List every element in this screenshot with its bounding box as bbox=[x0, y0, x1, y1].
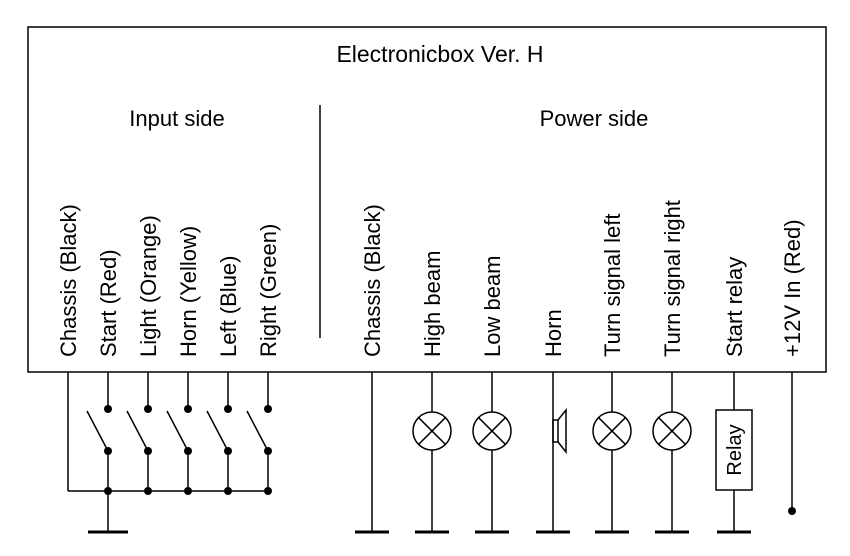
relay-label: Relay bbox=[724, 424, 746, 475]
lamp-cross-b-high-beam bbox=[418, 417, 446, 445]
power-label-chassis-black: Chassis (Black) bbox=[360, 204, 385, 357]
switch-lever-left-blue bbox=[206, 410, 229, 452]
switch-lever-right-green bbox=[246, 410, 269, 452]
switch-lever-light-orange bbox=[126, 410, 149, 452]
horn-body bbox=[552, 419, 559, 443]
power-label-high-beam: High beam bbox=[420, 251, 445, 357]
input-label-right-green: Right (Green) bbox=[256, 224, 281, 357]
lamp-cross-b-turn-signal-left bbox=[598, 417, 626, 445]
electronicbox-enclosure bbox=[27, 26, 827, 373]
horn-cone bbox=[557, 407, 567, 455]
supply-terminal bbox=[788, 507, 796, 515]
input-label-horn-yellow: Horn (Yellow) bbox=[176, 226, 201, 357]
switch-contact-top-right-green bbox=[264, 405, 272, 413]
switch-contact-top-left-blue bbox=[224, 405, 232, 413]
power-label-horn: Horn bbox=[541, 309, 566, 357]
switch-lever-start-red bbox=[86, 410, 109, 452]
switch-contact-top-start-red bbox=[104, 405, 112, 413]
input-label-left-blue: Left (Blue) bbox=[216, 256, 241, 358]
power-label-turn-signal-right: Turn signal right bbox=[660, 200, 685, 357]
switch-lever-horn-yellow bbox=[166, 410, 189, 452]
input-label-start-red: Start (Red) bbox=[96, 249, 121, 357]
box-title: Electronicbox Ver. H bbox=[336, 41, 543, 67]
switch-contact-top-light-orange bbox=[144, 405, 152, 413]
switch-contact-top-horn-yellow bbox=[184, 405, 192, 413]
input-side-circuit: Chassis (Black) Start (Red) Light (Orange)… bbox=[56, 204, 281, 534]
power-side-heading: Power side bbox=[540, 106, 649, 131]
power-label-turn-signal-left: Turn signal left bbox=[600, 214, 625, 357]
power-label-start-relay: Start relay bbox=[722, 257, 747, 357]
power-label-12v-in-red: +12V In (Red) bbox=[780, 219, 805, 357]
input-side-heading: Input side bbox=[129, 106, 224, 131]
power-label-low-beam: Low beam bbox=[480, 255, 505, 357]
input-label-chassis-black: Chassis (Black) bbox=[56, 204, 81, 357]
input-label-light-orange: Light (Orange) bbox=[136, 215, 161, 357]
lamp-cross-b-low-beam bbox=[478, 417, 506, 445]
lamp-cross-b-turn-signal-right bbox=[658, 417, 686, 445]
